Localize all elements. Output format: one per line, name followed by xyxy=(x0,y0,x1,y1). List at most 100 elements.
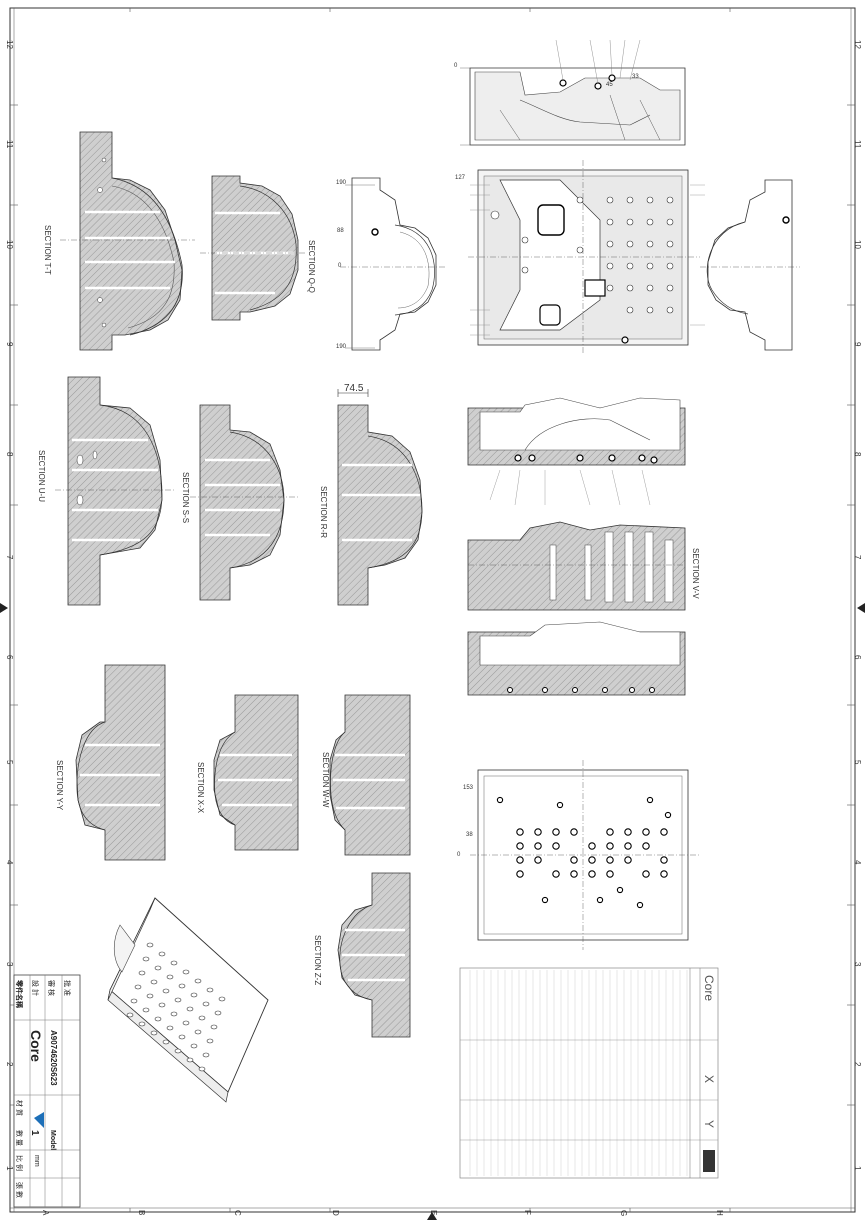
hole-mark xyxy=(570,856,578,864)
front-view-middle xyxy=(467,397,686,506)
iso-hole-mark xyxy=(186,1006,194,1012)
side-view-right xyxy=(700,179,800,351)
section-q-q-view xyxy=(200,175,305,321)
dimension-45: 45 xyxy=(606,82,613,88)
iso-hole-mark xyxy=(142,1007,150,1013)
iso-hole-mark xyxy=(182,1020,190,1026)
section-w-w-view xyxy=(329,694,411,856)
hole-mark xyxy=(596,896,604,904)
iso-hole-mark xyxy=(178,1034,186,1040)
row-number-10-right: 10 xyxy=(853,240,862,249)
sheet-label: 張 數 xyxy=(15,1182,22,1198)
iso-hole-mark xyxy=(194,978,202,984)
hole-mark xyxy=(570,870,578,878)
hole-mark xyxy=(552,828,560,836)
hole-mark xyxy=(534,856,542,864)
dimension-33: 33 xyxy=(632,74,639,80)
plan-view-holes xyxy=(470,760,700,950)
hole-mark xyxy=(642,828,650,836)
section-label-w-w: SECTION W-W xyxy=(321,752,330,808)
iso-hole-mark xyxy=(146,993,154,999)
hole-mark xyxy=(516,842,524,850)
part-name: Core xyxy=(28,1030,44,1062)
iso-hole-mark xyxy=(210,1024,218,1030)
iso-hole-mark xyxy=(170,1011,178,1017)
section-label-u-u: SECTION U-U xyxy=(37,450,46,502)
table-header-core: Core xyxy=(702,975,716,1002)
section-s-s-view xyxy=(190,404,300,601)
dimension-190-top: 190 xyxy=(336,180,347,186)
dimension-74-5: 74.5 xyxy=(344,383,364,394)
section-u-u-view xyxy=(55,376,175,606)
column-letter-e: E xyxy=(429,1210,438,1216)
iso-hole-mark xyxy=(218,996,226,1002)
hole-mark xyxy=(606,870,614,878)
section-label-x-x: SECTION X-X xyxy=(196,762,205,814)
hole-mark xyxy=(606,856,614,864)
front-view-top xyxy=(460,39,686,146)
row-number-11-right: 11 xyxy=(853,140,862,149)
row-number-9: 9 xyxy=(5,342,14,347)
row-number-6-right: 6 xyxy=(853,655,862,660)
row-number-1-right: 1 xyxy=(853,1166,862,1171)
section-label-t-t: SECTION T-T xyxy=(43,225,52,275)
hole-mark xyxy=(516,856,524,864)
hole-mark xyxy=(606,842,614,850)
iso-hole-mark xyxy=(166,1025,174,1031)
dimension-zero-side: 0 xyxy=(338,263,342,269)
dimension-127: 127 xyxy=(455,175,466,181)
column-letter-a: A xyxy=(41,1210,50,1216)
section-label-s-s: SECTION S-S xyxy=(181,472,190,524)
plan-view-core xyxy=(468,160,705,355)
section-label-v-v: SECTION V-V xyxy=(691,548,700,599)
center-mark-right xyxy=(857,603,865,613)
row-number-5: 5 xyxy=(5,760,14,765)
hole-mark xyxy=(624,828,632,836)
hole-mark xyxy=(642,842,650,850)
iso-hole-mark xyxy=(150,1030,158,1036)
row-number-1: 1 xyxy=(5,1166,14,1171)
iso-hole-mark xyxy=(170,960,178,966)
column-letter-f: F xyxy=(523,1210,532,1215)
row-number-8-right: 8 xyxy=(853,452,862,457)
hole-mark xyxy=(534,842,542,850)
side-view-upper xyxy=(340,177,445,351)
part-name-label: 零件名稱 xyxy=(15,980,22,1008)
hole-mark xyxy=(646,796,654,804)
dimension-38: 38 xyxy=(466,832,473,838)
hole-mark xyxy=(534,828,542,836)
row-number-9-right: 9 xyxy=(853,342,862,347)
section-x-x-view xyxy=(213,694,299,851)
iso-hole-mark xyxy=(158,1002,166,1008)
title-block xyxy=(13,974,81,1208)
iso-hole-mark xyxy=(138,1021,146,1027)
column-letter-g: G xyxy=(619,1210,628,1217)
row-number-3-right: 3 xyxy=(853,962,862,967)
column-letter-d: D xyxy=(331,1210,340,1216)
qty-label: 數 量 xyxy=(15,1130,22,1146)
iso-hole-mark xyxy=(154,1016,162,1022)
unit-label: mm xyxy=(33,1155,40,1167)
section-label-y-y: SECTION Y-Y xyxy=(55,760,64,811)
company-name: Model xyxy=(49,1130,56,1151)
hole-mark xyxy=(606,828,614,836)
iso-hole-mark xyxy=(198,1015,206,1021)
iso-hole-mark xyxy=(150,979,158,985)
iso-hole-mark xyxy=(206,1038,214,1044)
iso-hole-mark xyxy=(182,969,190,975)
row-number-2: 2 xyxy=(5,1062,14,1067)
row-number-6: 6 xyxy=(5,655,14,660)
column-letter-b: B xyxy=(137,1210,146,1216)
iso-hole-mark xyxy=(158,951,166,957)
row-number-7-right: 7 xyxy=(853,555,862,560)
iso-hole-mark xyxy=(190,1043,198,1049)
iso-hole-mark xyxy=(146,942,154,948)
section-y-y-view xyxy=(75,664,166,861)
hole-mark xyxy=(541,896,549,904)
iso-hole-mark xyxy=(202,1001,210,1007)
hole-mark xyxy=(616,886,624,894)
iso-hole-mark xyxy=(166,974,174,980)
company-logo-icon xyxy=(34,1112,44,1128)
front-view-lower xyxy=(467,621,686,696)
